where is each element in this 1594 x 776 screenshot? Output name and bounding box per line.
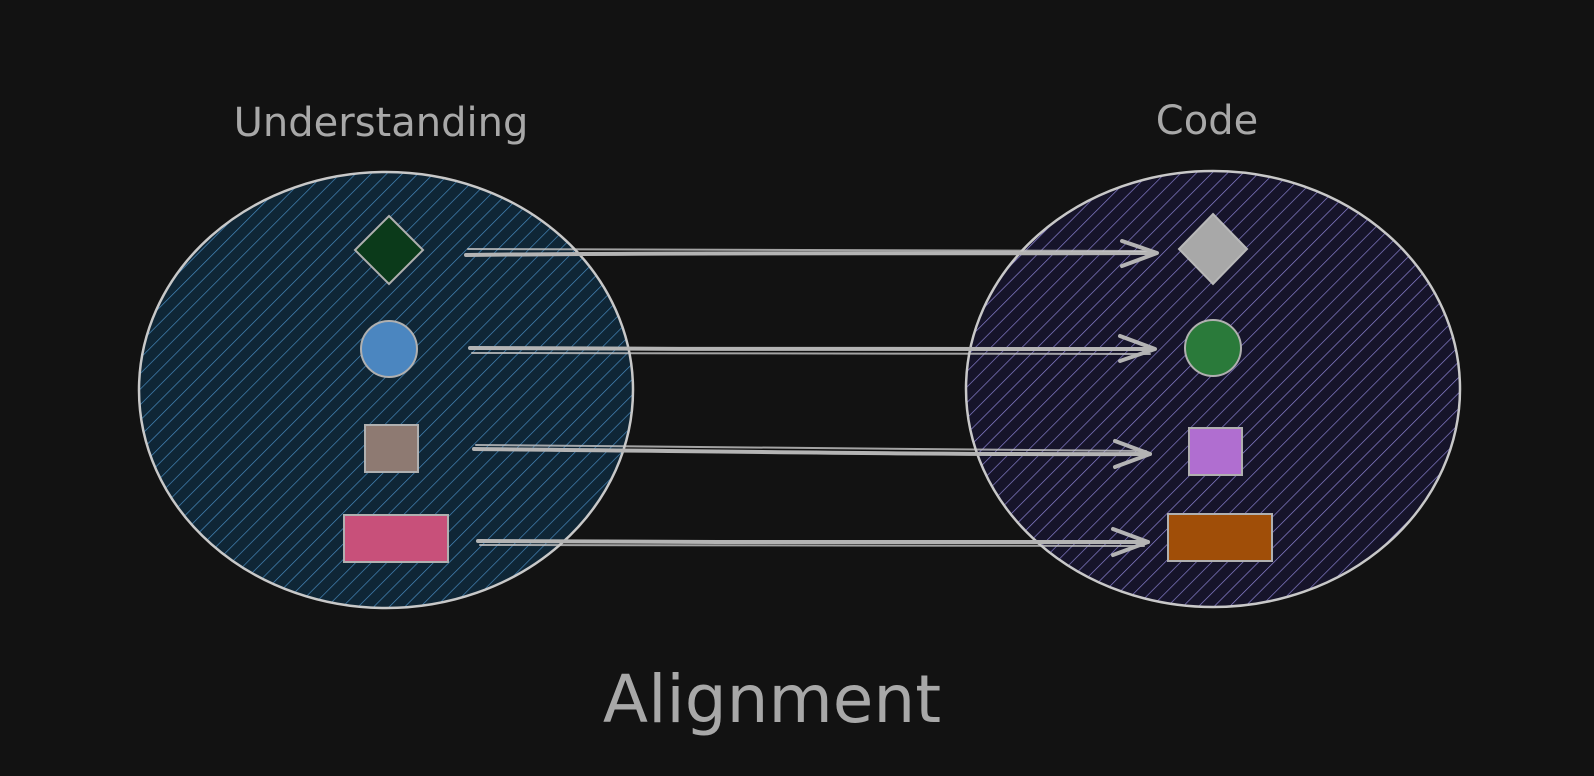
arrow-square [472,439,1152,469]
right-circle-shape [1184,319,1242,377]
code-title: Code [1156,98,1258,144]
code-ellipse-hatch [966,171,1460,607]
understanding-title: Understanding [234,100,529,146]
arrow-circle [468,334,1157,363]
right-rectangle-shape [1167,513,1273,562]
arrow-rectangle [476,527,1150,557]
left-shapes [343,214,449,563]
right-square-shape [1188,427,1243,476]
left-diamond-shape [353,214,425,286]
left-circle-shape [360,320,418,378]
right-shapes [1167,212,1273,562]
code-ellipse [964,169,1462,609]
understanding-ellipse-hatch [139,172,633,608]
understanding-ellipse [137,170,635,610]
left-rectangle-shape [343,514,449,563]
understanding-ellipse-outline [137,170,635,610]
right-diamond-shape [1177,212,1249,286]
left-square-shape [364,424,419,473]
arrow-diamond [464,239,1159,268]
mapping-arrows [464,239,1159,557]
alignment-caption: Alignment [603,661,941,738]
code-ellipse-outline [964,169,1462,609]
